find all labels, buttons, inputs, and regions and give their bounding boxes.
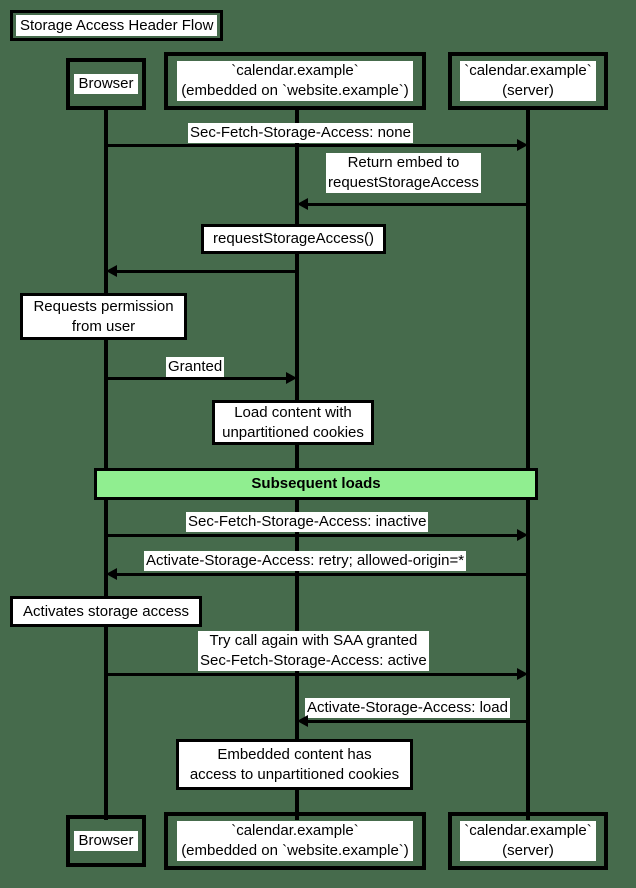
message-line-sec-fetch-inactive <box>106 534 522 537</box>
participant-embed-bottom[interactable]: `calendar.example` (embedded on `website… <box>164 812 426 870</box>
note-request-storage-access: requestStorageAccess() <box>201 224 386 254</box>
participant-browser-bottom-label: Browser <box>74 831 138 851</box>
participant-browser-top[interactable]: Browser <box>66 58 146 110</box>
message-line-request-storage-access-return <box>115 270 297 273</box>
arrow-head-left-icon <box>106 568 117 580</box>
message-line-try-call-again <box>106 673 522 676</box>
note-load-content: Load content with unpartitioned cookies <box>212 400 374 445</box>
arrow-head-right-icon <box>517 139 528 151</box>
arrow-head-right-icon <box>286 372 297 384</box>
participant-server-bottom[interactable]: `calendar.example` (server) <box>448 812 608 870</box>
participant-browser-top-label: Browser <box>74 74 138 94</box>
participant-server-bottom-label: `calendar.example` (server) <box>460 821 596 861</box>
lifeline-embed <box>295 110 299 820</box>
note-request-storage-access-label: requestStorageAccess() <box>213 230 374 247</box>
message-label-activate-retry: Activate-Storage-Access: retry; allowed-… <box>144 551 467 571</box>
participant-server-top[interactable]: `calendar.example` (server) <box>448 52 608 110</box>
message-line-granted <box>106 377 292 380</box>
arrow-head-left-icon <box>297 198 308 210</box>
note-activates-storage-access-label: Activates storage access <box>23 602 189 620</box>
participant-embed-bottom-label: `calendar.example` (embedded on `website… <box>177 821 413 861</box>
divider-subsequent-loads-label: Subsequent loads <box>251 475 381 492</box>
note-activates-storage-access: Activates storage access <box>10 596 202 627</box>
arrow-head-right-icon <box>517 529 528 541</box>
participant-embed-top[interactable]: `calendar.example` (embedded on `website… <box>164 52 426 110</box>
diagram-title-frame: Storage Access Header Flow <box>10 10 224 41</box>
lifeline-browser <box>104 110 108 820</box>
message-label-granted: Granted <box>166 357 225 377</box>
note-embedded-content-access: Embedded content has access to unpartiti… <box>176 739 413 790</box>
message-label-activate-load: Activate-Storage-Access: load <box>305 698 510 718</box>
message-label-return-embed: Return embed to requestStorageAccess <box>326 153 481 193</box>
note-load-content-label: Load content with unpartitioned cookies <box>222 403 364 441</box>
arrow-head-right-icon <box>517 668 528 680</box>
message-line-activate-retry <box>115 573 528 576</box>
message-label-try-call-again: Try call again with SAA granted Sec-Fetc… <box>198 631 429 671</box>
participant-server-top-label: `calendar.example` (server) <box>460 61 596 101</box>
message-label-sec-fetch-none: Sec-Fetch-Storage-Access: none <box>188 123 413 143</box>
note-requests-permission-label: Requests permission from user <box>33 297 174 335</box>
arrow-head-left-icon <box>297 715 308 727</box>
participant-browser-bottom[interactable]: Browser <box>66 815 146 867</box>
lifeline-server <box>526 110 530 820</box>
diagram-title: Storage Access Header Flow <box>16 15 218 36</box>
message-line-return-embed <box>306 203 528 206</box>
note-requests-permission: Requests permission from user <box>20 293 187 340</box>
message-line-activate-load <box>306 720 528 723</box>
note-embedded-content-access-label: Embedded content has access to unpartiti… <box>189 745 400 783</box>
message-line-sec-fetch-none <box>106 144 522 147</box>
arrow-head-left-icon <box>106 265 117 277</box>
message-label-sec-fetch-inactive: Sec-Fetch-Storage-Access: inactive <box>186 512 429 532</box>
divider-subsequent-loads: Subsequent loads <box>94 468 538 500</box>
participant-embed-top-label: `calendar.example` (embedded on `website… <box>177 61 413 101</box>
